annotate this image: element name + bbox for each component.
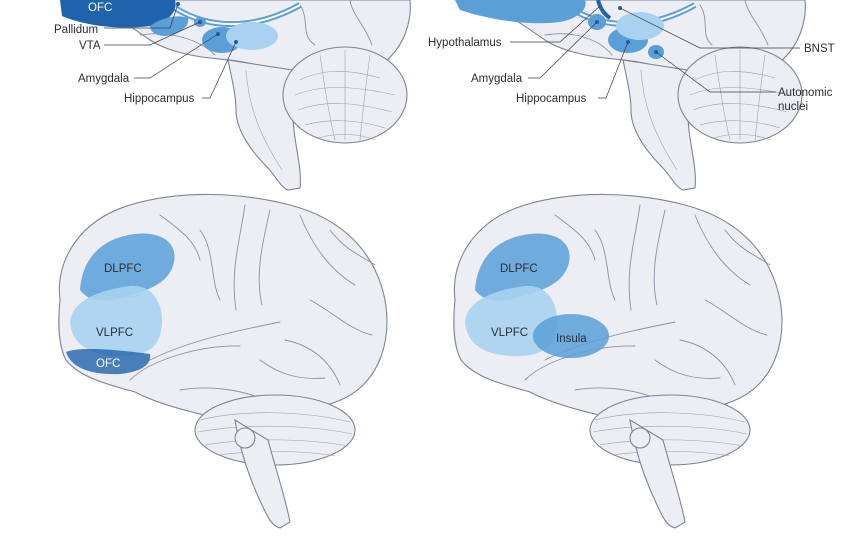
label-hippocampus-left: Hippocampus (124, 93, 195, 105)
label-pallidum: Pallidum (54, 24, 98, 36)
panel-top-right: Hypothalamus Amygdala Hippocampus BNST A… (428, 0, 835, 191)
label-vlpfc-right: VLPFC (491, 327, 528, 339)
label-autonomic-line1: Autonomic (778, 87, 833, 99)
cerebellum-right (677, 46, 803, 144)
cerebellum (282, 46, 408, 144)
ofc-region-lateral (66, 348, 151, 375)
label-autonomic-line2: nuclei (778, 101, 808, 113)
dlpfc-region-right (475, 233, 570, 301)
label-amygdala-right: Amygdala (471, 73, 523, 85)
cerebellum-lateral (194, 394, 356, 466)
insula-region (533, 314, 609, 358)
label-dlpfc-right: DLPFC (500, 263, 538, 275)
bnst-band (596, 0, 612, 20)
label-vlpfc-left: VLPFC (96, 327, 133, 339)
label-insula: Insula (556, 333, 587, 345)
label-hippocampus-right: Hippocampus (516, 93, 587, 105)
prefrontal-medial-region (455, 0, 586, 24)
cerebellum-lateral-right (589, 394, 751, 466)
hippocampus-region-right (616, 12, 664, 40)
label-ofc-bottom: OFC (96, 358, 120, 370)
label-ofc-top: OFC (88, 2, 112, 14)
label-hypothalamus: Hypothalamus (428, 37, 502, 49)
panel-bottom-left: DLPFC VLPFC OFC (58, 193, 388, 529)
panel-bottom-right: DLPFC VLPFC Insula (453, 193, 783, 529)
panel-top-left: OFC Pallidum VTA Amygdala Hippocampus (54, 0, 411, 191)
pallidum-region (150, 16, 189, 36)
label-bnst: BNST (804, 43, 835, 55)
dlpfc-region (80, 233, 175, 301)
ofc-region (60, 0, 176, 28)
vlpfc-region (70, 285, 162, 357)
label-dlpfc-left: DLPFC (104, 263, 142, 275)
label-amygdala-left: Amygdala (78, 73, 130, 85)
label-vta: VTA (79, 40, 101, 52)
hippocampus-region (226, 22, 278, 50)
